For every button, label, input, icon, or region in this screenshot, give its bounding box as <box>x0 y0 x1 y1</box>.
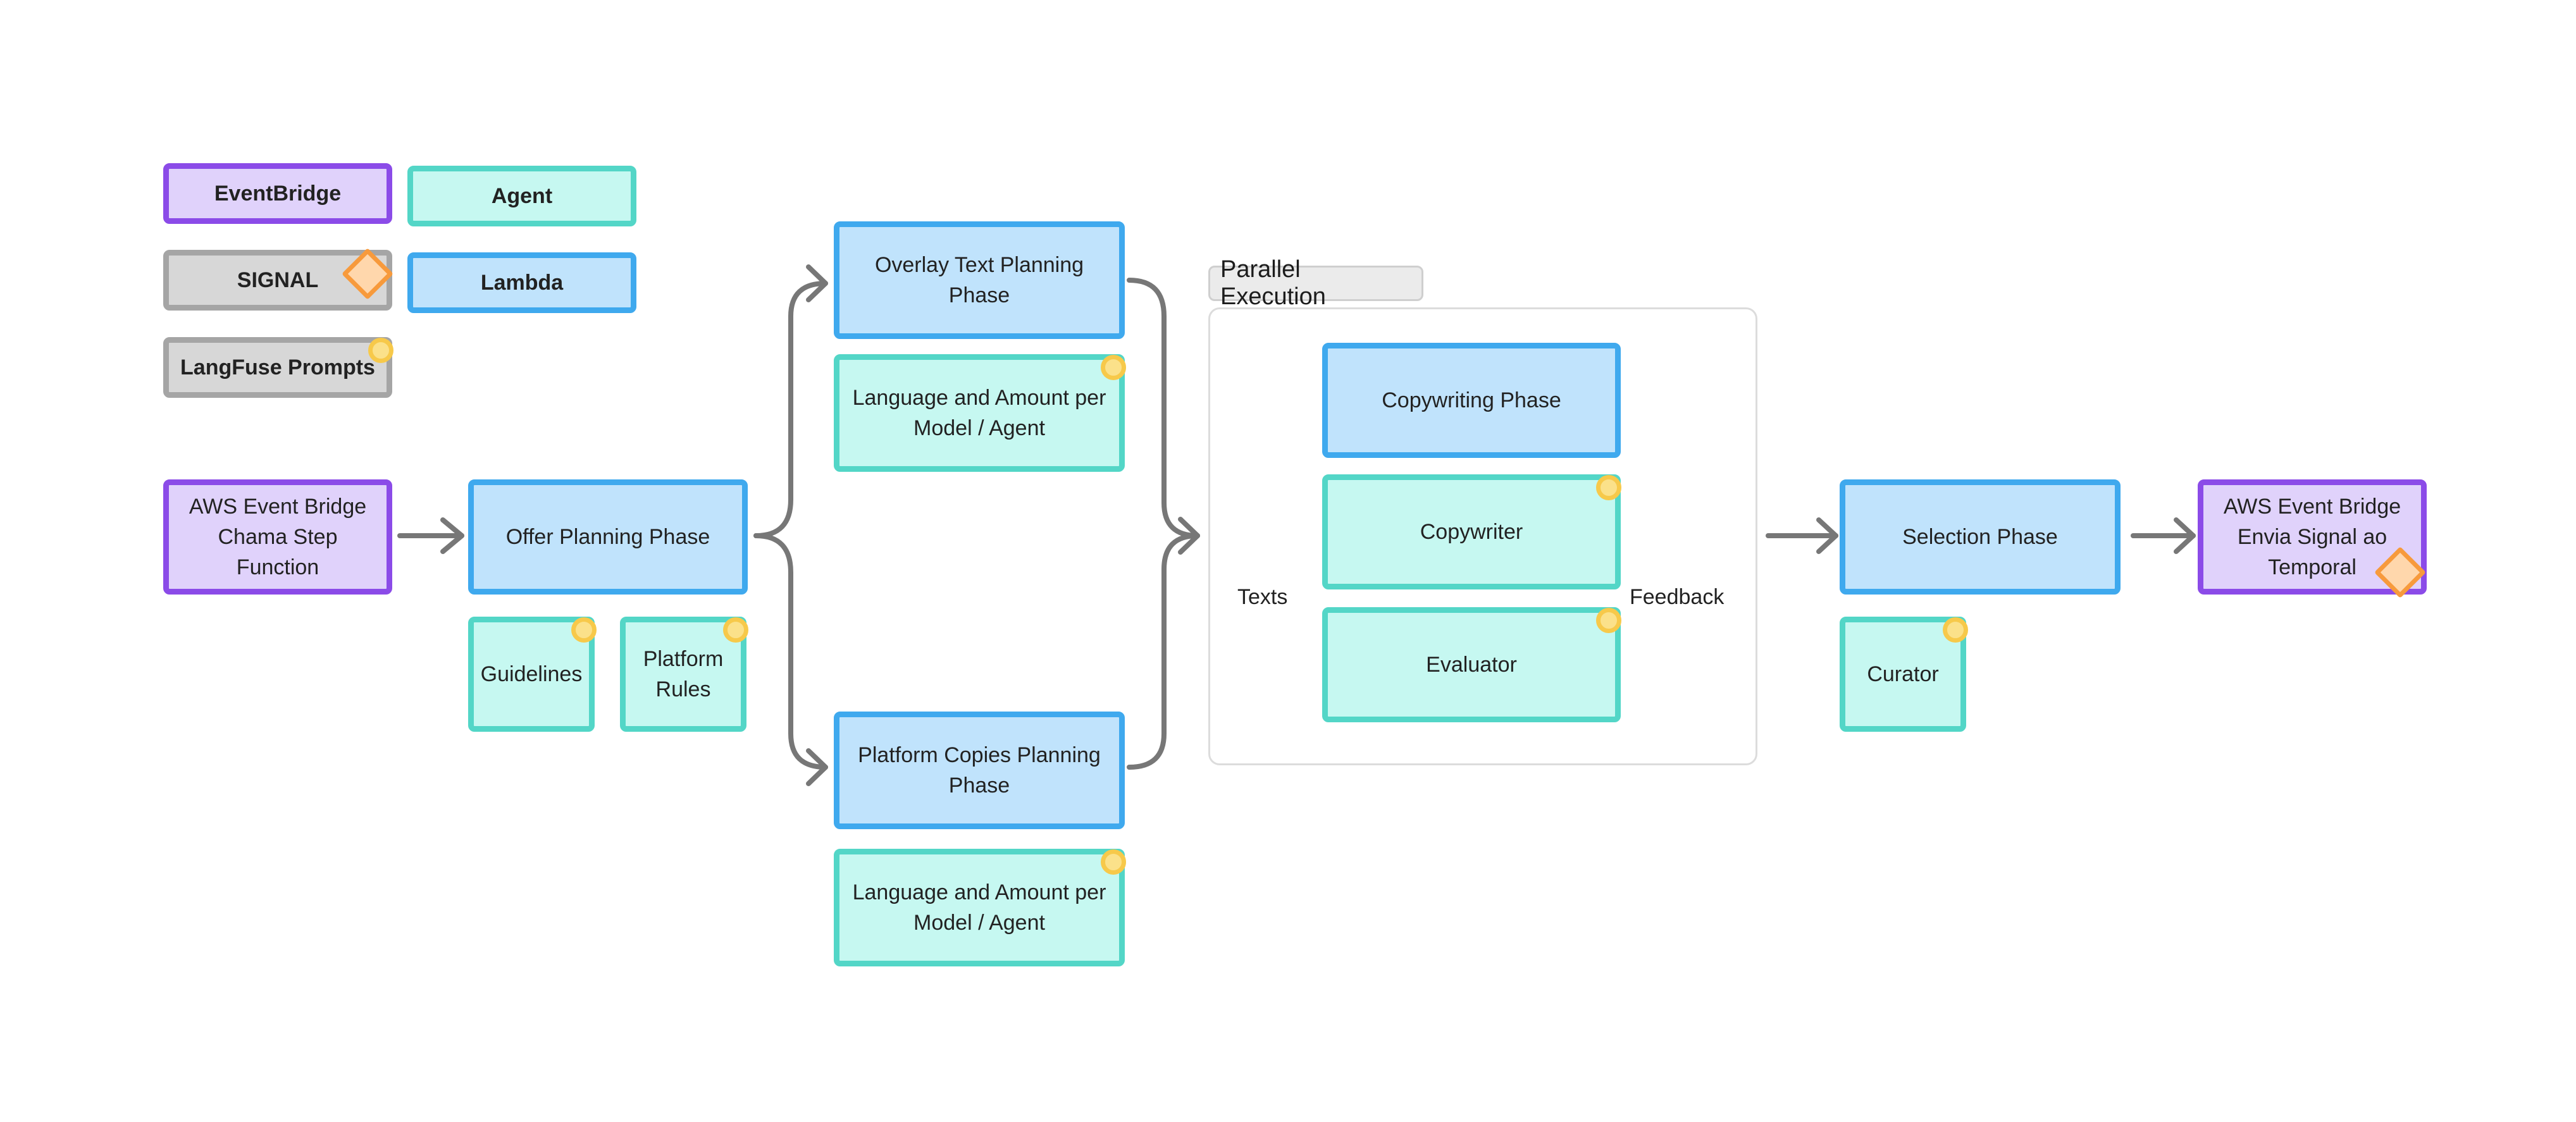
legend-agent: Agent <box>407 166 636 226</box>
node-overlay-text-planning-phase: Overlay Text Planning Phase <box>834 221 1125 339</box>
node-copywriter: Copywriter <box>1322 474 1621 589</box>
merge-platform-to-parallel <box>1127 533 1200 770</box>
copywriter-langfuse-icon <box>1596 475 1621 500</box>
node-overlay-language-amount: Language and Amount per Model / Agent <box>834 354 1125 472</box>
node-aws-event-bridge-start: AWS Event Bridge Chama Step Function <box>163 479 392 595</box>
curator-langfuse-icon <box>1943 617 1968 643</box>
arrowhead-to-platform-copies <box>806 748 828 786</box>
parallel-execution-label: Parallel Execution <box>1208 256 1423 310</box>
node-offer-planning-phase: Offer Planning Phase <box>468 479 748 595</box>
overlay-language-langfuse-icon <box>1101 355 1126 380</box>
langfuse-marker-icon <box>368 338 393 363</box>
arrowhead-parallel-to-selection <box>1816 517 1838 554</box>
platform-rules-langfuse-icon <box>723 617 748 643</box>
texts-edge-label: Texts <box>1237 585 1288 609</box>
legend-eventbridge: EventBridge <box>163 163 392 224</box>
node-aws-event-bridge-end: AWS Event Bridge Envia Signal ao Tempora… <box>2198 479 2427 595</box>
evaluator-langfuse-icon <box>1596 608 1621 633</box>
guidelines-langfuse-icon <box>571 617 597 643</box>
node-copywriting-phase: Copywriting Phase <box>1322 343 1621 458</box>
node-selection-phase: Selection Phase <box>1840 479 2121 595</box>
arrowhead-to-overlay <box>806 264 828 302</box>
branch-offer-to-overlay <box>753 281 828 538</box>
branch-offer-to-platform-copies <box>753 533 828 770</box>
copies-language-langfuse-icon <box>1101 849 1126 875</box>
merge-overlay-to-parallel <box>1127 278 1200 538</box>
arrowhead-start-to-offer <box>440 517 464 554</box>
node-platform-rules: Platform Rules <box>620 617 746 732</box>
node-evaluator: Evaluator <box>1322 607 1621 722</box>
arrowhead-selection-to-end <box>2174 517 2196 554</box>
arrowhead-to-parallel <box>1178 517 1200 555</box>
legend-langfuse-prompts: LangFuse Prompts <box>163 337 392 398</box>
feedback-edge-label: Feedback <box>1630 585 1725 609</box>
legend-lambda: Lambda <box>407 252 636 313</box>
node-platform-copies-planning-phase: Platform Copies Planning Phase <box>834 712 1125 829</box>
node-copies-language-amount: Language and Amount per Model / Agent <box>834 849 1125 966</box>
